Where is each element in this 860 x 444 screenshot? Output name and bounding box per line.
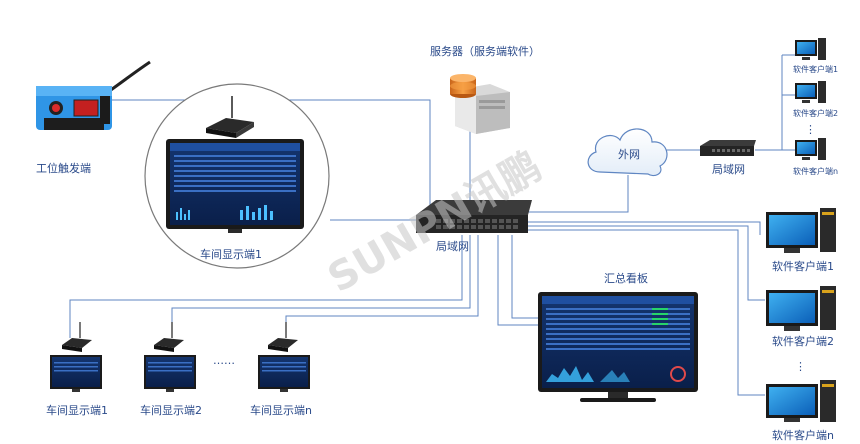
small-client-2 (795, 81, 826, 103)
small-client-2-label: 软件客户端2 (793, 108, 838, 118)
workshop-display-circle (144, 83, 330, 269)
large-client-2 (766, 286, 836, 331)
bottom-display-2 (144, 322, 196, 392)
small-client-1-label: 软件客户端1 (793, 64, 838, 74)
bottom-display-n-label: 车间显示端n (250, 403, 312, 417)
summary-board-monitor (538, 292, 698, 402)
center-switch-icon (416, 200, 532, 233)
small-client-1 (795, 38, 826, 60)
mini-pc-icon (206, 96, 254, 138)
lan-center-label: 局域网 (436, 240, 469, 253)
small-client-dots: ⋮ (805, 123, 816, 136)
server-label: 服务器（服务端软件） (430, 44, 540, 58)
bottom-display-2-label: 车间显示端2 (140, 403, 202, 417)
small-client-n-label: 软件客户端n (793, 166, 838, 176)
bottom-display-1 (50, 322, 102, 392)
workshop-display-main-label: 车间显示端1 (200, 247, 262, 261)
right-switch-icon (700, 140, 756, 156)
lan-right-label: 局域网 (712, 163, 745, 176)
workstation-sensor (36, 60, 151, 130)
bottom-display-n (258, 322, 310, 392)
small-client-n (795, 138, 826, 160)
summary-board-label: 汇总看板 (604, 271, 648, 285)
workshop-monitor-icon (166, 139, 304, 233)
server-icon (450, 74, 510, 134)
large-client-2-label: 软件客户端2 (772, 334, 834, 348)
bottom-display-dots: …… (213, 354, 235, 367)
cloud-icon (587, 128, 668, 177)
large-client-1 (766, 208, 836, 253)
large-client-1-label: 软件客户端1 (772, 259, 834, 273)
large-client-n-label: 软件客户端n (772, 428, 834, 442)
large-client-dots: ⋮ (795, 360, 806, 373)
large-client-n (766, 380, 836, 422)
cloud-label: 外网 (618, 148, 640, 161)
bottom-display-1-label: 车间显示端1 (46, 403, 108, 417)
sensor-label: 工位触发端 (36, 161, 91, 175)
